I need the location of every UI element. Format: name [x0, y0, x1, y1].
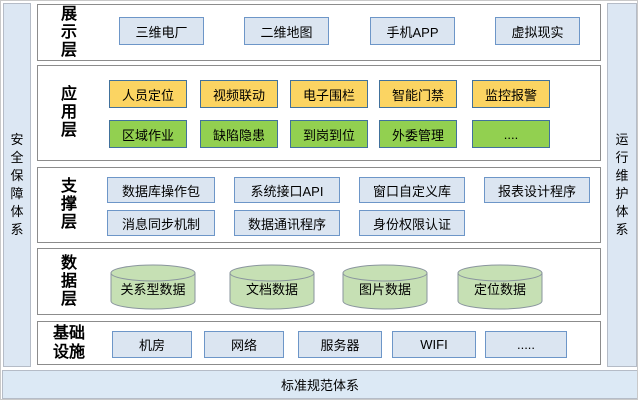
presentation-item: 二维地图 — [244, 17, 329, 45]
bottom-system-bar-label: 标准规范体系 — [280, 378, 359, 393]
layer-presentation: 展示层 三维电厂 二维地图 手机APP 虚拟现实 — [37, 4, 601, 61]
support-item: 数据通讯程序 — [234, 210, 340, 236]
data-store: 关系型数据 — [110, 264, 196, 310]
application-item: 到岗到位 — [290, 120, 368, 148]
data-store-label: 关系型数据 — [120, 282, 186, 297]
application-item: 区域作业 — [109, 120, 187, 148]
presentation-item: 手机APP — [370, 17, 455, 45]
right-system-bar-label: 运行维护体系 — [615, 132, 629, 237]
database-cylinder-icon — [342, 264, 428, 310]
infrastructure-item: ..... — [485, 331, 567, 358]
support-item: 消息同步机制 — [107, 210, 215, 236]
layer-application: 应用层 人员定位 视频联动 电子围栏 智能门禁 监控报警 区域作业 缺陷隐患 到… — [37, 65, 601, 161]
support-item: 窗口自定义库 — [359, 177, 465, 203]
application-item: 人员定位 — [109, 80, 187, 108]
infrastructure-item: 网络 — [204, 331, 284, 358]
layer-support: 支撑层 数据库操作包 系统接口API 窗口自定义库 报表设计程序 消息同步机制 … — [37, 167, 601, 243]
data-store-label: 图片数据 — [358, 282, 411, 297]
data-store: 文档数据 — [229, 264, 315, 310]
data-store: 图片数据 — [342, 264, 428, 310]
bottom-system-bar: 标准规范体系 — [2, 370, 637, 399]
data-store: 定位数据 — [457, 264, 543, 310]
application-item: 智能门禁 — [379, 80, 457, 108]
layer-presentation-label: 展示层 — [60, 5, 77, 59]
application-item: 监控报警 — [472, 80, 550, 108]
application-item: 缺陷隐患 — [200, 120, 278, 148]
application-item: 视频联动 — [200, 80, 278, 108]
support-item: 报表设计程序 — [484, 177, 590, 203]
application-item: .... — [472, 120, 550, 148]
layer-support-label: 支撑层 — [60, 178, 77, 231]
support-item: 系统接口API — [234, 177, 340, 203]
left-system-bar: 安全保障体系 — [3, 3, 31, 367]
layer-data-label: 数据层 — [60, 254, 77, 308]
support-item: 身份权限认证 — [359, 210, 465, 236]
layer-data: 数据层 关系型数据 文档数据 图片数据 — [37, 248, 601, 315]
infrastructure-item: WIFI — [392, 331, 476, 358]
data-store-label: 定位数据 — [473, 282, 526, 297]
database-cylinder-icon — [229, 264, 315, 310]
application-item: 电子围栏 — [290, 80, 368, 108]
infrastructure-item: 机房 — [112, 331, 192, 358]
database-cylinder-icon — [457, 264, 543, 310]
data-store-label: 文档数据 — [245, 282, 298, 297]
presentation-item: 虚拟现实 — [495, 17, 580, 45]
infrastructure-item: 服务器 — [298, 331, 382, 358]
left-system-bar-label: 安全保障体系 — [10, 132, 24, 237]
support-item: 数据库操作包 — [107, 177, 215, 203]
database-cylinder-icon — [110, 264, 196, 310]
layer-infrastructure: 基础设施 机房 网络 服务器 WIFI ..... — [37, 321, 601, 365]
layer-infrastructure-label: 基础设施 — [52, 325, 85, 361]
presentation-item: 三维电厂 — [119, 17, 204, 45]
right-system-bar: 运行维护体系 — [607, 3, 637, 367]
application-item: 外委管理 — [379, 120, 457, 148]
layer-application-label: 应用层 — [60, 86, 77, 139]
